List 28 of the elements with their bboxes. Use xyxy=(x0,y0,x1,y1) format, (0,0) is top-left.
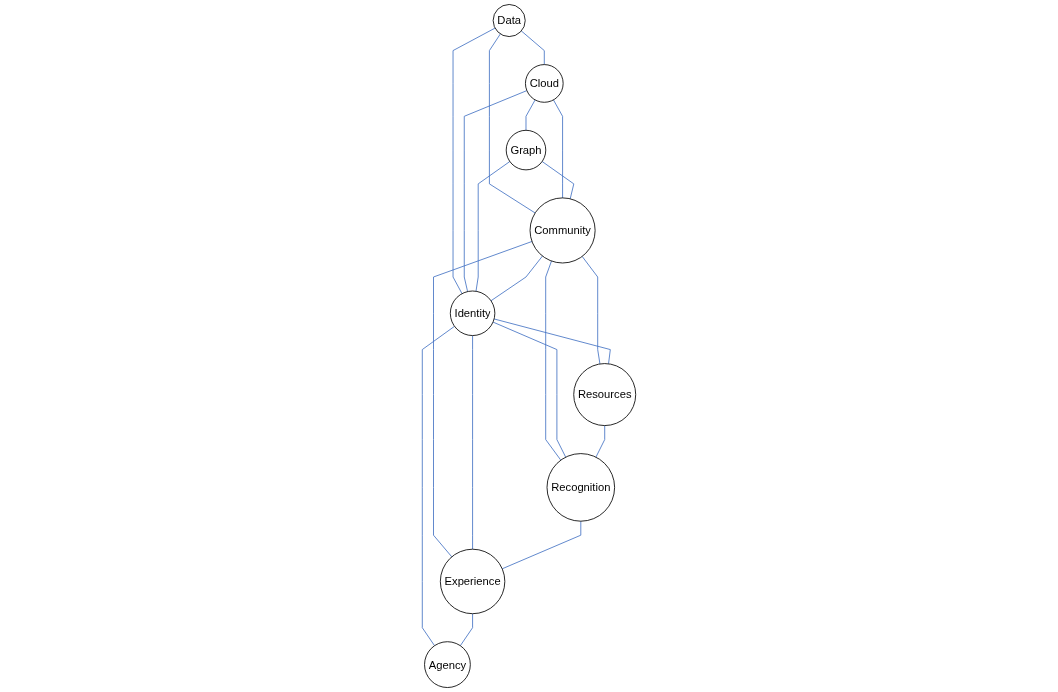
node-circle: Graph xyxy=(505,129,547,171)
node-circle: Experience xyxy=(439,548,506,615)
connector xyxy=(525,99,536,131)
connector xyxy=(493,318,611,365)
node-circle: Identity xyxy=(449,290,496,336)
connector xyxy=(452,27,496,295)
connector xyxy=(488,33,536,214)
connector xyxy=(520,30,545,65)
connector xyxy=(472,335,473,550)
connector xyxy=(595,425,606,458)
node-circle: Recognition xyxy=(546,453,616,522)
connector xyxy=(541,161,575,200)
connector xyxy=(459,613,473,647)
connector xyxy=(490,255,543,302)
connector xyxy=(433,241,533,558)
node-circle: Community xyxy=(529,197,596,264)
connector xyxy=(501,520,582,570)
node-circle: Agency xyxy=(424,641,471,688)
node-circle: Resources xyxy=(573,363,637,426)
connector xyxy=(545,260,562,461)
connector xyxy=(463,90,528,292)
connector xyxy=(421,325,455,647)
connector xyxy=(553,99,563,199)
node-circle: Cloud xyxy=(525,64,564,103)
connector xyxy=(475,161,511,292)
node-circle: Data xyxy=(492,4,526,37)
connector xyxy=(581,256,601,365)
connector xyxy=(492,321,567,458)
